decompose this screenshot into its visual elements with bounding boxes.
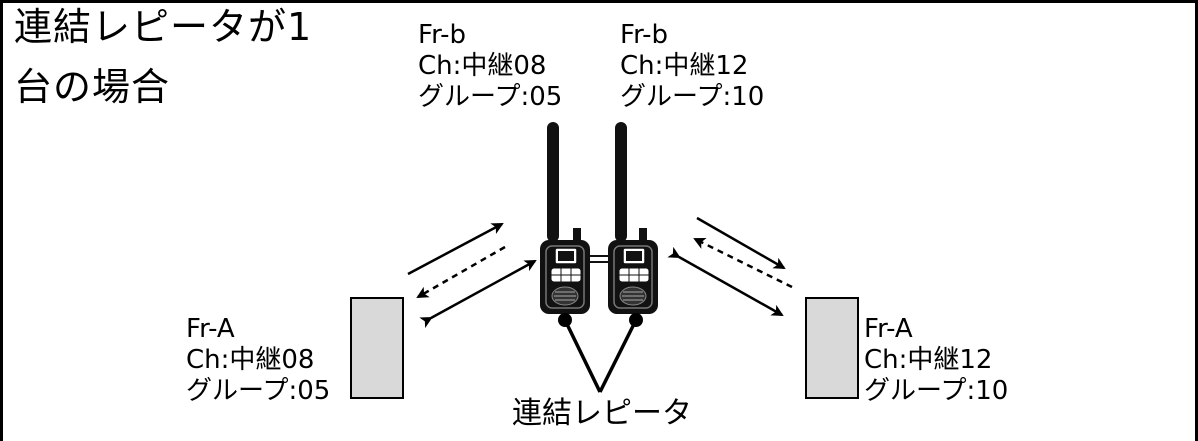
label-freq: Fr-A: [186, 314, 235, 344]
title-line-1: 連結レピータが1: [14, 5, 313, 49]
title-line-2: 台の場合: [14, 65, 171, 109]
label-channel: Ch:中継08: [186, 345, 315, 375]
label-group: グループ:05: [186, 376, 331, 406]
arrow-icon: [416, 245, 506, 299]
walkie-talkie-icon: [540, 122, 590, 327]
repeater-caption: 連結レピータ: [512, 396, 692, 431]
radio-box-icon: [350, 297, 404, 399]
label-channel: Ch:中継12: [620, 51, 749, 81]
arrow-icon: [407, 222, 504, 276]
label-channel: Ch:中継12: [864, 345, 993, 375]
link-cable: [590, 255, 608, 263]
label-group: グループ:10: [864, 376, 1009, 406]
arrow-icon: [667, 246, 784, 317]
label-group: グループ:10: [620, 82, 765, 112]
walkie-talkie-icon: [608, 122, 658, 327]
label-freq: Fr-A: [864, 314, 913, 344]
caption-leader-lines: [563, 319, 638, 393]
label-group: グループ:05: [418, 82, 563, 112]
radio-box-icon: [805, 297, 859, 399]
label-freq: Fr-b: [620, 20, 668, 50]
label-freq: Fr-b: [418, 20, 466, 50]
arrow-icon: [419, 259, 537, 329]
label-channel: Ch:中継08: [418, 51, 547, 81]
